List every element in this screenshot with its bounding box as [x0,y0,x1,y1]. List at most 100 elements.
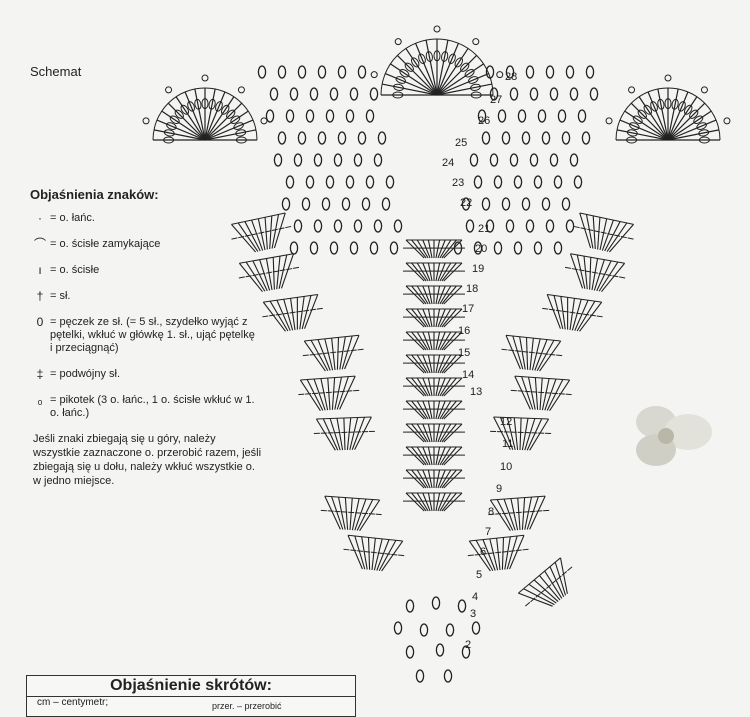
puff-stitch-icon [318,66,325,78]
puff-stitch-icon [444,670,451,682]
puff-stitch-icon [278,66,285,78]
abbreviation-item: przer. – przerobić [212,701,282,711]
puff-stitch-icon [566,66,573,78]
puff-stitch-icon [314,154,321,166]
stitch-fan [403,378,465,396]
shell-crown [371,26,503,98]
puff-stitch-icon [530,88,537,100]
puff-stitch-icon [498,110,505,122]
puff-stitch-icon [290,88,297,100]
row-number: 9 [496,483,502,495]
row-number: 13 [470,386,482,398]
slip-stitch-arc-icon: ⌒ [30,238,50,251]
legend-item: ‡ = podwójny sł. [30,368,260,381]
puff-stitch-icon [472,622,479,634]
legend-item: † = sł. [30,290,260,303]
puff-stitch-icon [502,198,509,210]
row-number: 21 [478,223,490,235]
row-number: 20 [475,243,487,255]
puff-stitch-icon [542,132,549,144]
stitch-fan [297,376,360,412]
row-number: 5 [476,569,482,581]
row-number: 3 [470,608,476,620]
puff-stitch-icon [386,176,393,188]
puff-stitch-icon [366,110,373,122]
puff-stitch-icon [590,88,597,100]
puff-stitch-icon [270,88,277,100]
puff-stitch-icon [354,154,361,166]
puff-stitch-icon [290,242,297,254]
puff-stitch-icon [416,670,423,682]
row-number: 19 [472,263,484,275]
flower-photo-icon [626,396,718,474]
puff-stitch-icon [322,198,329,210]
row-number: 24 [442,157,454,169]
puff-stitch-icon [362,198,369,210]
puff-stitch-icon [258,66,265,78]
stitch-fan [403,447,465,465]
puff-stitch-icon [562,198,569,210]
puff-stitch-icon [346,176,353,188]
row-number: 15 [458,347,470,359]
puff-stitch-icon [522,132,529,144]
legend-text: = sł. [50,290,260,303]
puff-stitch-icon [578,110,585,122]
puff-stitch-icon [266,110,273,122]
puff-stitch-icon [470,154,477,166]
puff-stitch-icon [514,242,521,254]
puff-stitch-icon [366,176,373,188]
puff-stitch-icon [502,132,509,144]
row-number: 25 [455,137,467,149]
puff-stitch-icon [510,88,517,100]
legend-text: = podwójny sł. [50,368,260,381]
puff-stitch-icon [330,88,337,100]
puff-stitch-icon [432,597,439,609]
page-title: Schemat [30,64,81,79]
legend-item: ⌒ = o. ścisłe zamykające [30,238,260,251]
puff-stitch-icon [382,198,389,210]
puff-stitch-icon [538,110,545,122]
puff-stitch-icon [338,132,345,144]
legend-title: Objaśnienia znaków: [30,187,159,202]
stitch-fan [570,212,636,256]
shell-crown [143,75,267,143]
row-number: 7 [485,526,491,538]
picot-icon: ₒ [30,394,50,407]
puff-stitch-icon [350,88,357,100]
puff-stitch-icon [306,176,313,188]
puff-stitch-icon [334,154,341,166]
puff-stitch-icon [298,66,305,78]
puff-stitch-icon [282,198,289,210]
puff-stitch-icon [510,154,517,166]
puff-stitch-icon [526,66,533,78]
stitch-fan [342,535,406,573]
puff-stitch-icon [374,154,381,166]
puff-stitch-icon [526,220,533,232]
puff-stitch-icon [286,176,293,188]
puff-stitch-icon [358,132,365,144]
legend-item: · = o. łańc. [30,212,260,225]
shell-crowns [143,26,730,143]
puff-stitch-icon [490,154,497,166]
abbreviations-box: Objaśnienie skrótów: cm – centymetr; prz… [26,675,356,717]
puff-stitch-icon [326,176,333,188]
row-number: 14 [462,369,474,381]
puff-stitch-icon [482,132,489,144]
puff-stitch-icon [378,132,385,144]
stitch-fan [301,335,365,373]
stitch-fan [540,294,605,334]
stitch-fan [487,496,550,532]
puff-stitch-icon [530,154,537,166]
puff-stitch-icon [314,220,321,232]
puff-stitch-icon [570,154,577,166]
puff-stitch-icon [522,198,529,210]
single-crochet-icon: ı [30,264,50,277]
puff-stitch-icon [562,132,569,144]
puff-stitch-icon [554,242,561,254]
row-number: 17 [462,303,474,315]
puff-stitch-icon [370,242,377,254]
puff-stitches [258,66,597,682]
row-number: 22 [460,197,472,209]
row-number: 23 [452,177,464,189]
puff-stitch-icon [518,110,525,122]
